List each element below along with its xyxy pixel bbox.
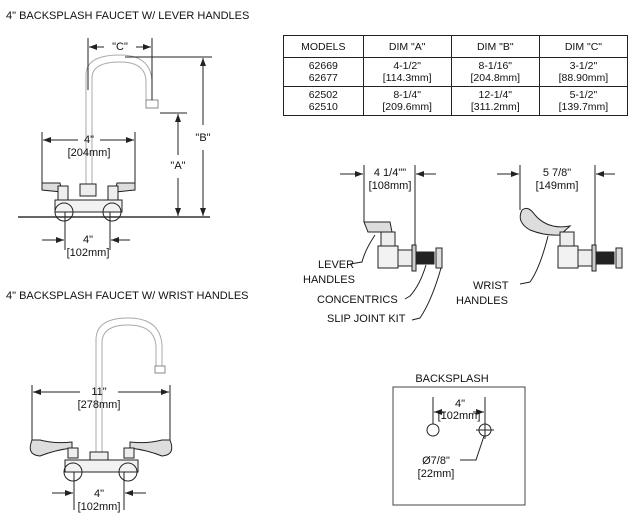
dim-mm: [311.2mm] — [470, 101, 520, 113]
wrist-center-mm-label: [102mm] — [77, 501, 121, 513]
dim-mm: [139.7mm] — [558, 101, 609, 113]
backsplash-spacing: 4" — [454, 398, 466, 410]
dim-mm: [209.6mm] — [382, 101, 432, 113]
dim-in: 5-1/2" — [569, 89, 598, 101]
side-lever-dim: 4 1/4"" — [373, 167, 407, 179]
model: 62502 — [308, 89, 338, 101]
handle-span-mm-label: [204mm] — [67, 147, 111, 159]
dim-in: 8-1/4" — [393, 89, 422, 101]
dim-in: 8-1/16" — [478, 60, 513, 72]
handles-label: HANDLES — [303, 274, 355, 286]
model: 62510 — [308, 101, 338, 113]
dim-b-label: "B" — [195, 132, 211, 144]
side-wrist-dim: 5 7/8" — [542, 167, 572, 179]
backsplash-drawing — [392, 386, 526, 506]
hole-diameter-mm: [22mm] — [417, 468, 455, 480]
backsplash-spacing-mm: [102mm] — [437, 410, 481, 422]
dim-in: 3-1/2" — [569, 60, 598, 72]
center-mm-label: [102mm] — [66, 247, 110, 259]
model: 62677 — [308, 72, 338, 84]
wrist-center-label: 4" — [93, 488, 105, 500]
backsplash-title: BACKSPLASH — [415, 373, 489, 385]
dim-a-cell: 8-1/4"[209.6mm] — [362, 86, 452, 116]
handle-span-label: 4" — [83, 134, 95, 146]
concentrics-label: CONCENTRICS — [317, 294, 398, 306]
dim-b-cell: 12-1/4"[311.2mm] — [450, 86, 540, 116]
slip-joint-kit-label: SLIP JOINT KIT — [327, 313, 406, 325]
dim-in: 12-1/4" — [478, 89, 513, 101]
side-wrist-drawing — [497, 165, 623, 285]
side-wrist-dim-mm: [149mm] — [535, 180, 579, 192]
dim-c-label: "C" — [112, 41, 128, 53]
wrist-faucet-drawing — [29, 317, 173, 510]
dim-c-cell: 5-1/2"[139.7mm] — [538, 86, 629, 116]
wrist-handles-label: HANDLES — [456, 295, 508, 307]
dim-in: 4-1/2" — [393, 60, 422, 72]
lever-label: LEVER — [318, 259, 355, 271]
dim-a-label: "A" — [170, 160, 186, 172]
model: 62669 — [308, 60, 338, 72]
dim-mm: [88.90mm] — [558, 72, 609, 84]
dim-mm: [114.3mm] — [382, 72, 432, 84]
side-lever-dim-mm: [108mm] — [368, 180, 412, 192]
lever-faucet-drawing — [18, 38, 212, 250]
hole-diameter: Ø7/8" — [422, 455, 450, 467]
wrist-label: WRIST — [473, 280, 509, 292]
wrist-faucet-title: 4" BACKSPLASH FAUCET W/ WRIST HANDLES — [6, 290, 249, 302]
side-lever-drawing — [340, 165, 443, 321]
lever-faucet-title: 4" BACKSPLASH FAUCET W/ LEVER HANDLES — [6, 10, 250, 22]
center-label: 4" — [82, 234, 94, 246]
dim-mm: [204.8mm] — [470, 72, 521, 84]
wrist-span-mm-label: [278mm] — [77, 399, 121, 411]
wrist-span-label: 11" — [91, 386, 107, 398]
